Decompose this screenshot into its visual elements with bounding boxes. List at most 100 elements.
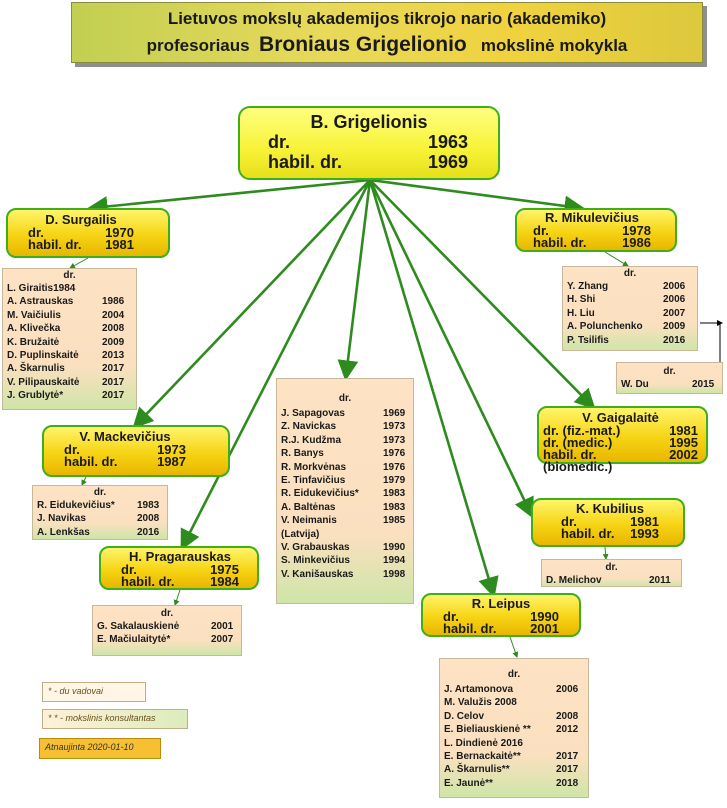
list-header: dr.	[160, 608, 174, 619]
defense-year: 2015	[692, 379, 715, 390]
student-name: H. Shi	[567, 294, 596, 306]
defense-year: 1998	[383, 568, 406, 580]
defense-year: 1973	[383, 421, 406, 433]
defense-year	[556, 737, 588, 750]
node-row: habil. dr.1993	[561, 526, 659, 541]
student-name: V. Neimanis	[281, 515, 337, 527]
student-name: D. Celov	[444, 710, 485, 722]
list-item: A. Škarnulis**2017	[440, 763, 588, 776]
student-name: P. Tsilifis	[567, 334, 609, 346]
student-name: W. Du	[621, 379, 649, 390]
list-header: dr.	[663, 366, 676, 377]
student-name: (Latvija)	[281, 528, 320, 540]
student-name: E. Bernackaitė**	[444, 751, 521, 763]
node-row: dr.1975	[121, 562, 239, 577]
list-item: E. Mačiulaitytė*2007	[93, 633, 241, 646]
student-name: V. Pilipauskaitė	[7, 376, 80, 388]
defense-year: 2016	[137, 526, 160, 538]
arrow-to-surgailis	[86, 178, 371, 217]
list-mikulevicius-sub: dr. W. Du 2015	[616, 362, 723, 394]
list-item: R. Eidukevičius*1983	[277, 487, 413, 500]
defense-year: 1994	[383, 555, 406, 567]
title-line-2: profesoriaus Broniaus Grigelionio moksli…	[72, 33, 702, 57]
student-name: J. Sapagovas	[281, 408, 345, 419]
defense-year: 2018	[556, 777, 579, 789]
node-name: R. Leipus	[471, 596, 531, 611]
defense-year: 2004	[102, 309, 125, 321]
node-name: H. Pragarauskas	[129, 549, 231, 564]
defense-year: 2008	[102, 323, 125, 335]
defense-year	[102, 282, 136, 295]
root-node: B. Grigelionis dr.1963 habil. dr.1969	[238, 106, 500, 180]
defense-year: 2009	[102, 336, 125, 348]
student-name: A. Baltėnas	[281, 501, 336, 513]
defense-year: 1979	[383, 475, 406, 487]
list-items: W. Du 2015	[617, 378, 722, 391]
student-name: R.J. Kudžma	[281, 434, 342, 446]
title-banner: Lietuvos mokslų akademijos tikrojo nario…	[71, 2, 703, 63]
node-row: habil. dr. (biomedic.)2002	[543, 447, 698, 474]
defense-year: 2011	[649, 575, 671, 586]
student-name: J. Navikas	[37, 513, 86, 525]
title-name: Broniaus Grigelionio	[259, 33, 467, 56]
node-row: habil. dr.1981	[28, 237, 134, 252]
student-name: D. Puplinskaitė	[7, 350, 79, 362]
list-item: E. Bieliauskienė **2012	[440, 723, 588, 736]
legend-du-vadovai: * - du vadovai	[42, 682, 146, 702]
student-name: E. Tinfavičius	[281, 475, 346, 487]
student-name: J. Grublytė*	[7, 390, 64, 402]
student-name: R. Banys	[281, 448, 324, 460]
node-mikulevicius: R. Mikulevičius dr.1978 habil. dr.1986	[515, 208, 677, 252]
defense-year: 2017	[556, 751, 579, 763]
node-kubilius: K. Kubilius dr.1981 habil. dr.1993	[531, 498, 685, 547]
legend-konsultantas: * * - mokslinis konsultantas	[42, 709, 188, 729]
title-suffix: mokslinė mokykla	[480, 36, 628, 55]
defense-year: 1976	[383, 448, 406, 460]
node-pragarauskas: H. Pragarauskas dr.1975 habil. dr.1984	[99, 546, 259, 590]
student-name: A. Lenkšas	[37, 526, 90, 538]
defense-year: 2017	[102, 376, 125, 388]
defense-year: 1976	[383, 461, 406, 473]
student-name: Y. Zhang	[567, 281, 609, 292]
defense-year: 2007	[211, 634, 234, 646]
student-name: E. Bieliauskienė **	[444, 724, 531, 736]
list-header: dr.	[338, 393, 352, 404]
arrow-to-kubilius	[368, 179, 534, 519]
node-row: dr.1978	[533, 223, 651, 238]
defense-year: 2007	[663, 307, 686, 319]
student-name: V. Grabauskas	[281, 542, 350, 554]
list-item: A. Lenkšas 2016	[33, 526, 167, 539]
list-item: (Latvija)	[277, 528, 413, 541]
student-name: A. Škarnulis	[7, 363, 65, 375]
defense-year: 2006	[556, 684, 579, 695]
defense-year: 1986	[102, 296, 125, 308]
student-name: K. Bružaitė	[7, 336, 60, 348]
node-name: B. Grigelionis	[310, 112, 428, 132]
node-surgailis: D. Surgailis dr.1970 habil. dr.1981	[6, 208, 170, 258]
